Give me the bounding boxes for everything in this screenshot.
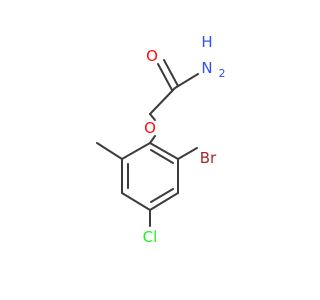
atom-oxygen-carbonyl: O [146, 47, 158, 65]
bond-ch2-o [149, 113, 156, 121]
atom-amide-n: N [201, 59, 212, 77]
bond-carbonyl-c-o-1 [163, 59, 179, 87]
atom-oxygen-ether: O [144, 119, 156, 137]
bond-ring-c6-c1 [121, 142, 151, 160]
bond-ring-c1-c2 [149, 142, 179, 160]
atom-amide-subscript: 2 [219, 67, 226, 80]
bond-ring-c4-c5 [121, 192, 151, 211]
bond-c-methyl [96, 142, 123, 160]
bond-o-ring [149, 135, 156, 144]
bond-c-br [177, 147, 198, 160]
bond-carbonyl-ch2 [149, 87, 176, 115]
atom-labels: O H N 2 O Br Cl [143, 33, 226, 246]
bond-ring-inner-1 [150, 149, 174, 164]
atom-chlorine: Cl [143, 228, 158, 246]
bond-ring-inner-2 [150, 188, 174, 203]
atom-bromine: Br [200, 149, 217, 167]
bonds [96, 59, 199, 227]
atom-amide-h: H [201, 33, 212, 51]
molecule-diagram: O H N 2 O Br Cl [96, 33, 226, 246]
bond-ring-c3-c4 [149, 192, 179, 211]
structure-canvas: O H N 2 O Br Cl [96, 33, 226, 246]
bond-carbonyl-c-o-2 [157, 63, 173, 91]
bond-carbonyl-c-n [174, 73, 199, 89]
